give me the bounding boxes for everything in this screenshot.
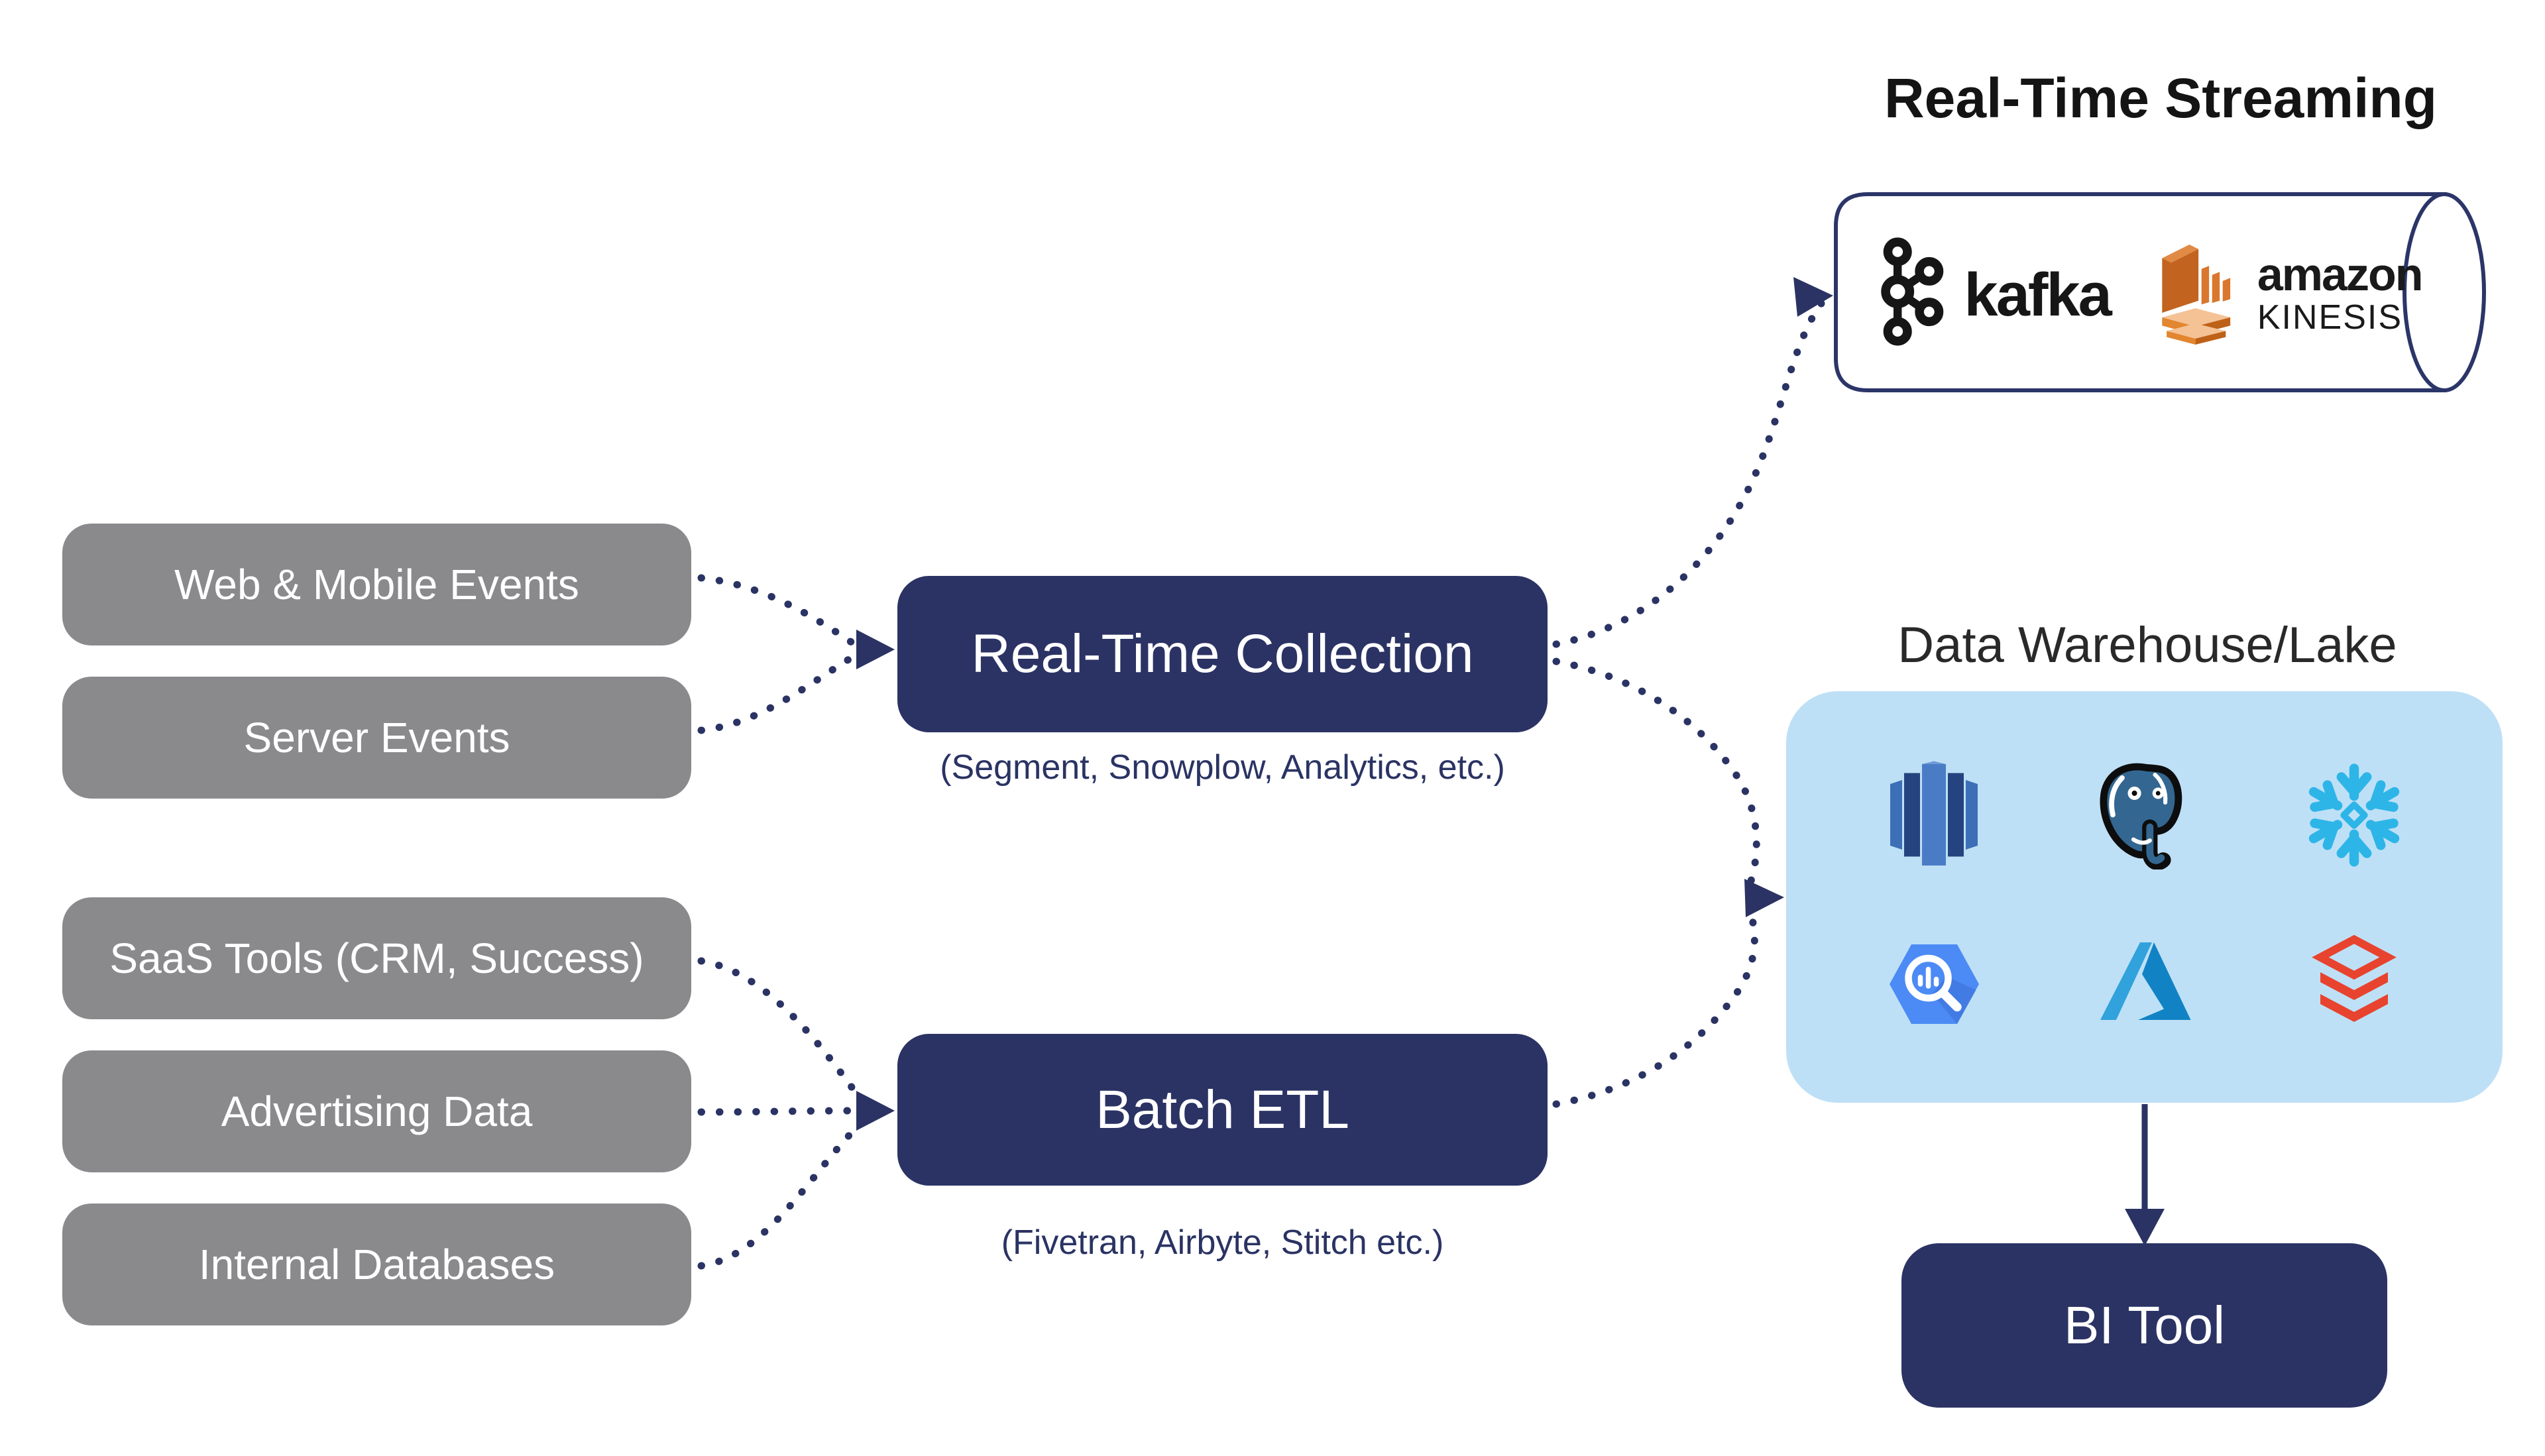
arrowhead-into-warehouse	[1744, 879, 1784, 917]
batch-etl-box: Batch ETL	[897, 1034, 1548, 1186]
dotted-arrow-collection-to-streaming	[1552, 300, 1825, 648]
realtime-collection-label: Real-Time Collection	[971, 624, 1474, 684]
snowflake-icon	[2301, 762, 2407, 868]
kafka-icon	[1880, 235, 1947, 352]
source-box-internal-databases: Internal Databases	[62, 1204, 691, 1325]
realtime-collection-box: Real-Time Collection	[897, 576, 1548, 732]
batch-etl-caption: (Fivetran, Airbyte, Stitch etc.)	[1001, 1223, 1444, 1262]
solid-arrow-warehouse-to-bi	[2125, 1104, 2165, 1246]
batch-etl-label: Batch ETL	[1096, 1079, 1349, 1140]
source-label: Internal Databases	[198, 1241, 555, 1288]
amazon-wordmark-text: amazon	[2257, 249, 2424, 301]
dotted-arrow-batch-to-warehouse	[1552, 901, 1758, 1108]
dotted-arrow-web-to-collection	[697, 574, 860, 649]
bi-tool-box: BI Tool	[1901, 1243, 2387, 1408]
dotted-arrow-collection-to-warehouse	[1552, 657, 1760, 896]
dotted-arrow-server-to-collection	[697, 651, 860, 734]
amazon-redshift-icon	[1884, 760, 1984, 869]
arrowhead-into-collection	[856, 630, 895, 669]
source-box-web-mobile-events: Web & Mobile Events	[62, 524, 691, 645]
arrowhead-into-batch	[856, 1091, 895, 1131]
dotted-arrow-ads-to-batch	[697, 1107, 860, 1116]
source-box-advertising-data: Advertising Data	[62, 1050, 691, 1172]
amazon-kinesis-wordmark: amazon KINESIS	[2257, 249, 2424, 337]
arrowheads	[856, 277, 1833, 1131]
warehouse-heading: Data Warehouse/Lake	[1897, 617, 2397, 673]
postgresql-icon	[2092, 760, 2195, 869]
bi-tool-label: BI Tool	[2063, 1296, 2226, 1355]
google-bigquery-icon	[1880, 934, 1989, 1034]
dotted-arrows	[697, 300, 1825, 1270]
kinesis-wordmark-text: KINESIS	[2257, 298, 2403, 337]
source-box-saas-tools: SaaS Tools (CRM, Success)	[62, 897, 691, 1019]
source-label: Web & Mobile Events	[174, 561, 579, 608]
dotted-arrow-db-to-batch	[697, 1124, 860, 1270]
streaming-tools-group: kafka amazon KINESIS	[1856, 202, 2446, 384]
source-box-server-events: Server Events	[62, 677, 691, 799]
streaming-cylinder-shape	[1834, 192, 2486, 392]
realtime-collection-caption: (Segment, Snowplow, Analytics, etc.)	[940, 748, 1505, 787]
source-label: Advertising Data	[221, 1088, 533, 1135]
warehouse-box	[1786, 691, 2503, 1103]
source-label: Server Events	[243, 714, 510, 761]
streaming-heading: Real-Time Streaming	[1884, 67, 2438, 129]
dotted-arrow-saas-to-batch	[697, 957, 860, 1097]
source-label: SaaS Tools (CRM, Success)	[109, 934, 644, 982]
amazon-kinesis-icon	[2155, 239, 2240, 348]
microsoft-azure-icon	[2091, 934, 2197, 1034]
databricks-icon	[2304, 931, 2404, 1037]
arrowhead-into-streaming	[1793, 277, 1833, 317]
warehouse-icons-grid	[1836, 737, 2452, 1062]
kafka-wordmark: kafka	[1964, 261, 2112, 329]
